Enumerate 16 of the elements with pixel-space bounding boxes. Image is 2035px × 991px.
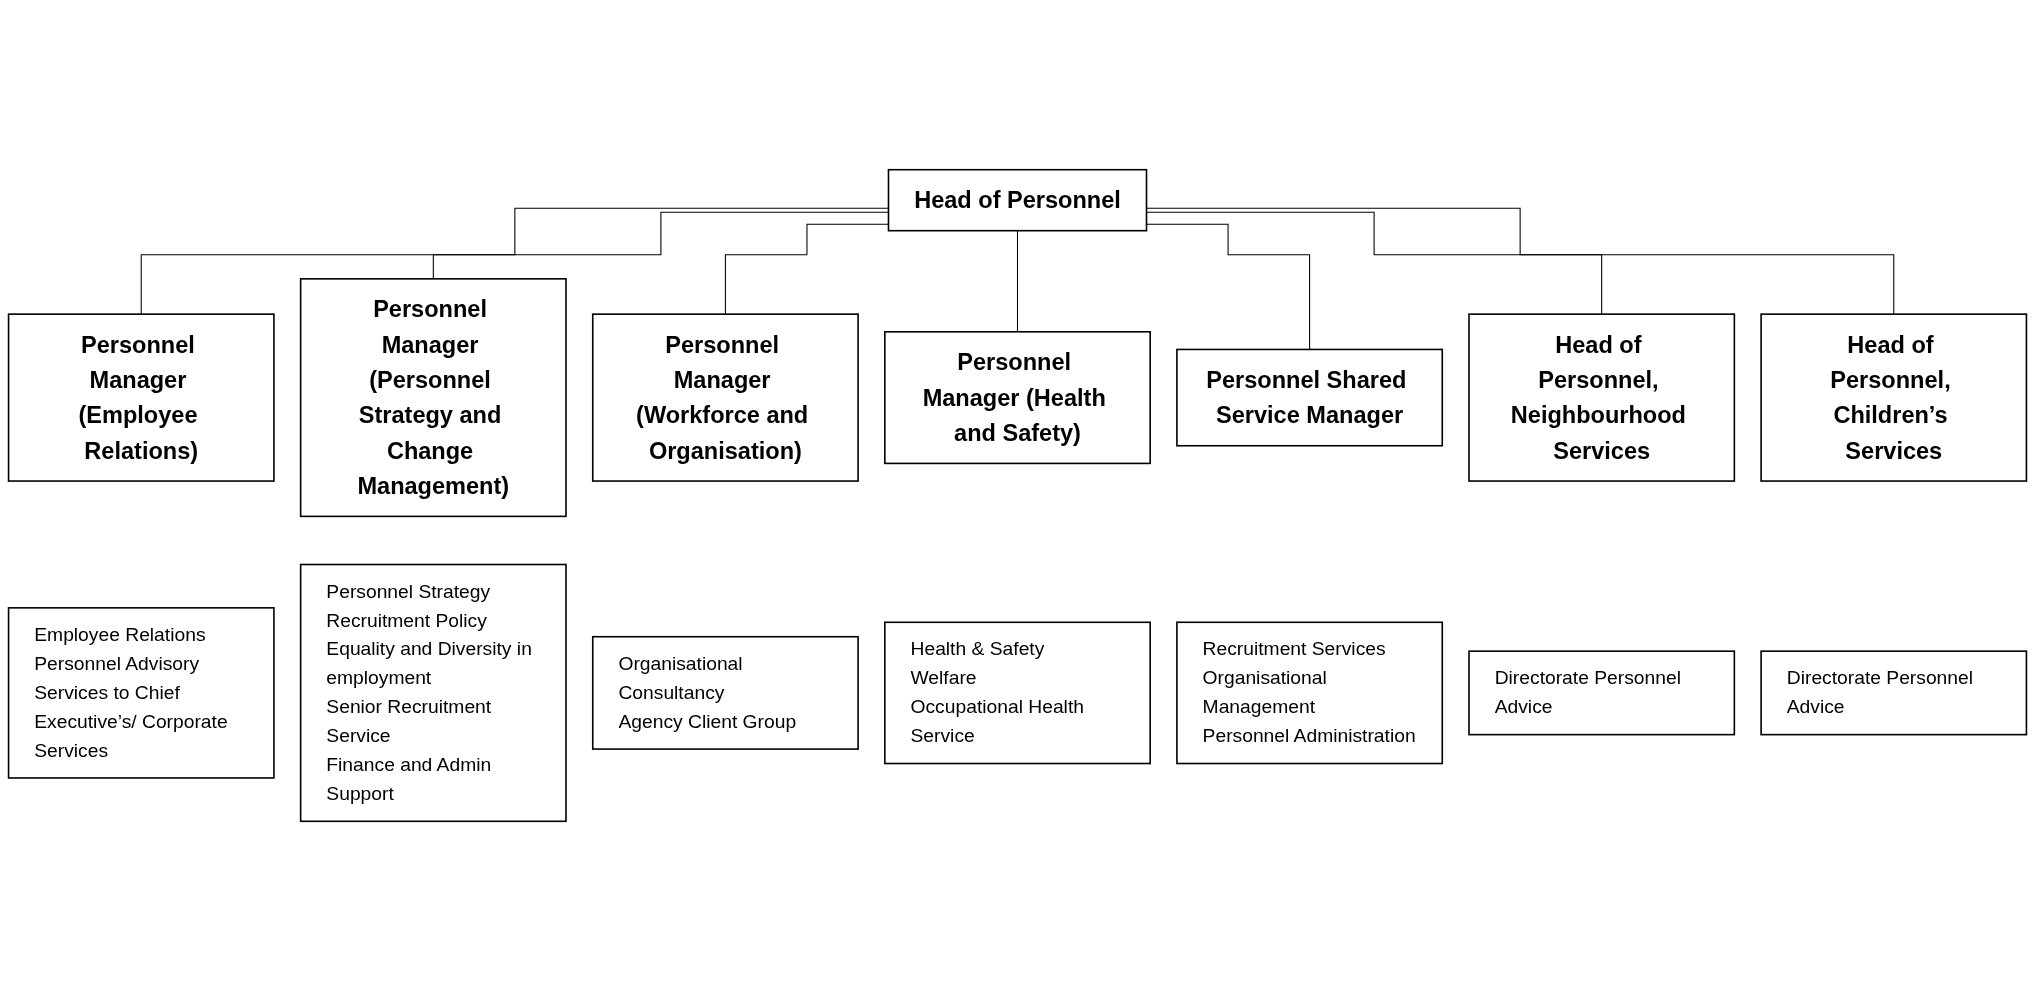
node-box: Personnel Manager (Employee Relations) bbox=[7, 313, 275, 482]
node-box: Directorate Personnel Advice bbox=[1468, 650, 1736, 736]
node-box: Recruitment Services Organisational Management Personnel Administration bbox=[1176, 621, 1444, 765]
node-box: Directorate Personnel Advice bbox=[1760, 650, 2028, 736]
connector bbox=[1016, 230, 1019, 333]
node-box: Personnel Strategy Recruitment Policy Equality and Diversity in employment Senior Recruitment Service Finance and Admin Support bbox=[299, 563, 567, 823]
node-box: Organisational Consultancy Agency Client Group bbox=[591, 635, 859, 750]
node-box: Employee Relations Personnel Advisory Services to Chief Executive’s/ Corporate Services bbox=[7, 607, 275, 779]
node-box: Head of Personnel bbox=[887, 168, 1148, 232]
node-box: Personnel Shared Service Manager bbox=[1176, 348, 1444, 447]
node-box: Personnel Manager (Personnel Strategy and Change Management) bbox=[299, 278, 567, 518]
node-box: Personnel Manager (Workforce and Organisation) bbox=[591, 313, 859, 482]
node-box: Health & Safety Welfare Occupational Health Service bbox=[884, 621, 1151, 765]
node-box: Personnel Manager (Health and Safety) bbox=[884, 331, 1151, 465]
node-box: Head of Personnel, Children’s Services bbox=[1760, 313, 2028, 482]
node-box: Head of Personnel, Neighbourhood Services bbox=[1468, 313, 1736, 482]
